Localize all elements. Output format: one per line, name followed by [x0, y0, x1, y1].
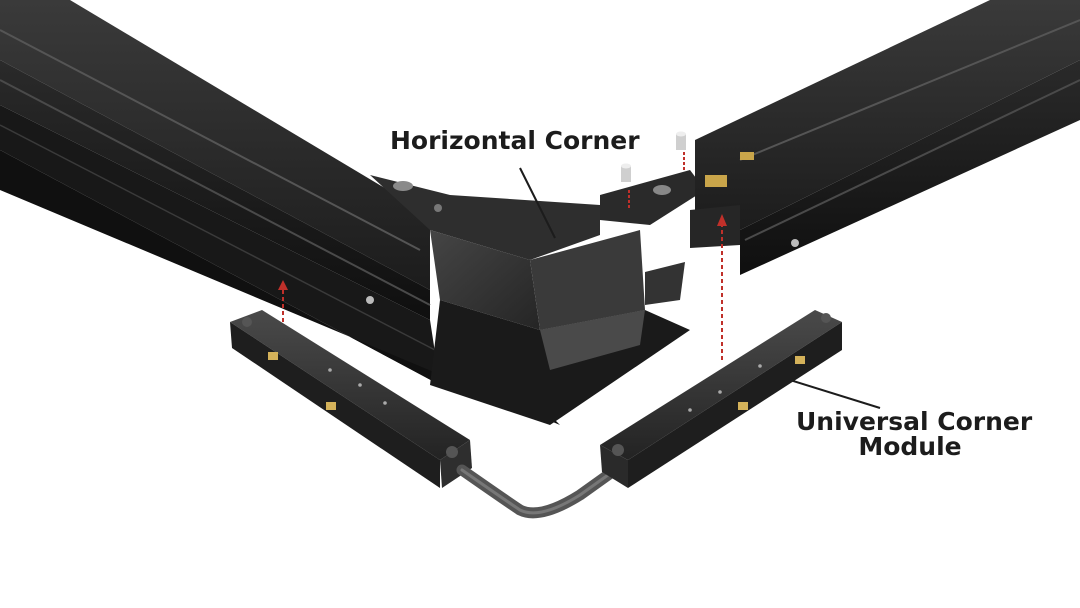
assembly-arrow-top [628, 152, 685, 208]
universal-corner-label-line2: Module [858, 431, 962, 461]
right-track-rail [690, 0, 1080, 275]
corner-connector-plate [600, 131, 705, 305]
leader-line-universal [789, 379, 881, 409]
universal-corner-label-line1: Universal Corner [796, 407, 1033, 436]
universal-module-right-bar [600, 310, 842, 488]
horizontal-corner-label: Horizontal Corner [390, 126, 640, 155]
connector-cable [456, 464, 621, 519]
left-track-rail [0, 0, 560, 425]
universal-corner-module-label: Universal Corner Module [796, 407, 1033, 461]
universal-module-left-bar [230, 310, 472, 488]
assembly-arrow-left [278, 280, 288, 322]
horizontal-corner-block [370, 175, 690, 425]
assembly-arrow-right [717, 214, 727, 360]
leader-line-horizontal [519, 167, 556, 239]
